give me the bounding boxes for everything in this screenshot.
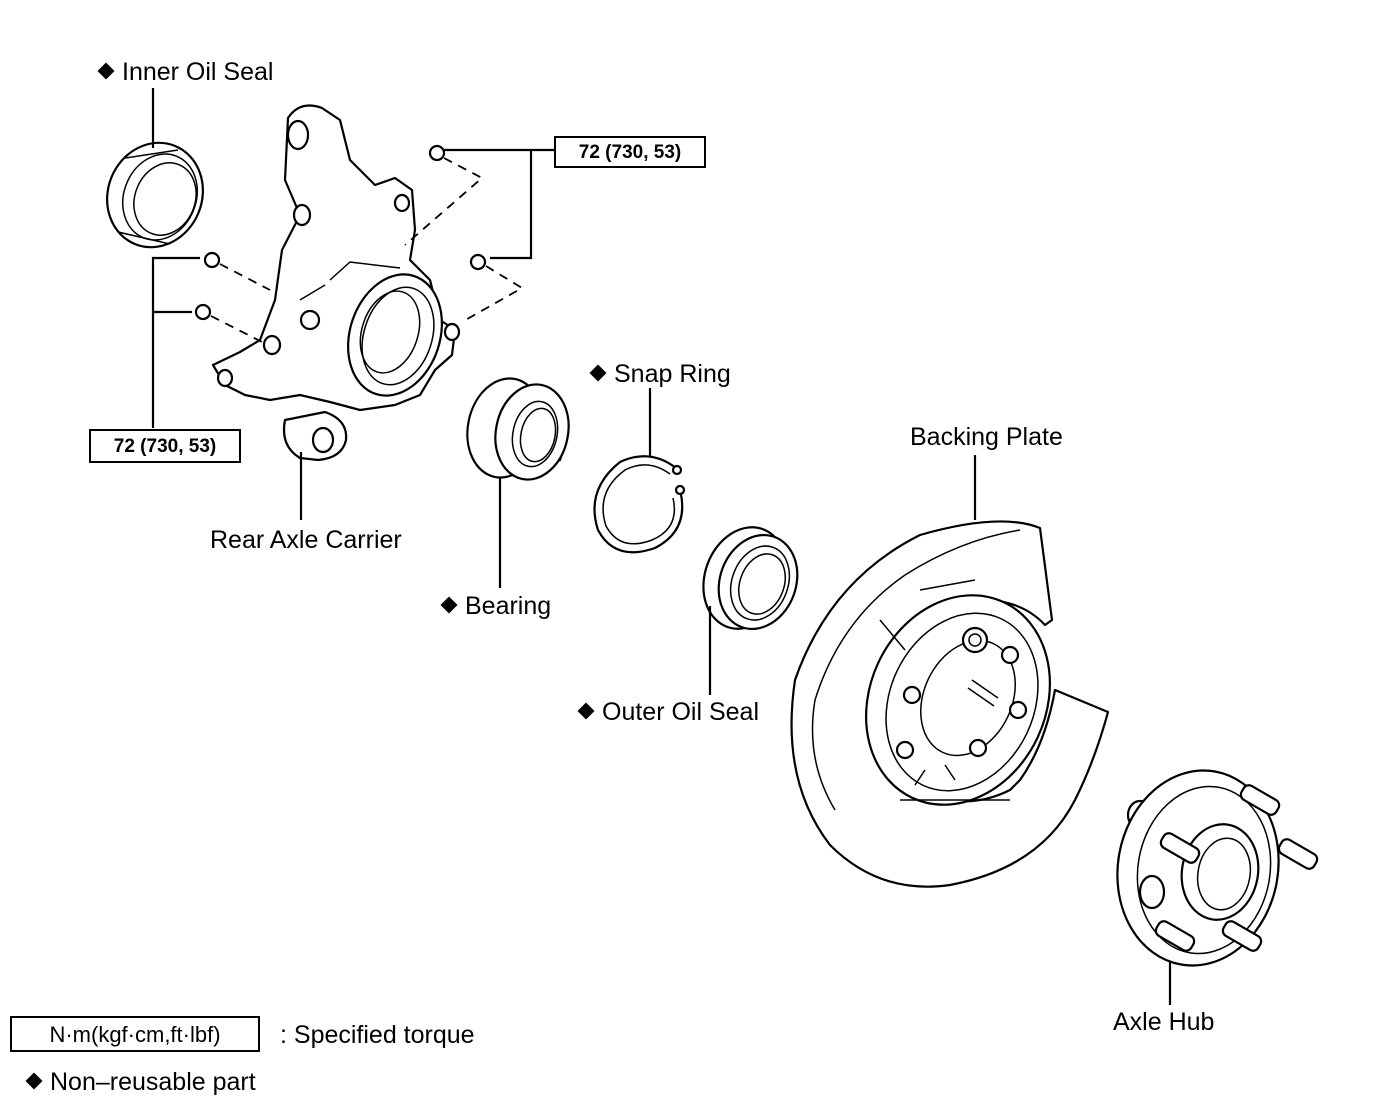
legend-torque-desc: : Specified torque	[280, 1021, 475, 1049]
inner-oil-seal-part	[106, 141, 204, 249]
non-reusable-mark-icon	[25, 1072, 43, 1090]
axle-hub-label: Axle Hub	[1113, 1008, 1215, 1036]
rear-axle-carrier-part	[211, 104, 461, 462]
legend-torque-box: N·m(kgf·cm,ft·lbf)	[10, 1016, 260, 1052]
snap-ring-part	[593, 455, 686, 554]
torque-box-upper: 72 (730, 53)	[554, 136, 706, 168]
legend-non-reusable: Non–reusable part	[25, 1070, 256, 1095]
non-reusable-mark-icon	[97, 62, 115, 80]
backing-plate-part	[790, 520, 1110, 888]
axle-hub-part	[1116, 769, 1319, 967]
carrier-bolts	[194, 144, 524, 346]
outer-oil-seal-part	[702, 526, 799, 631]
backing-plate-label: Backing Plate	[910, 423, 1063, 451]
bearing-part	[466, 377, 570, 481]
bearing-label: Bearing	[440, 594, 551, 619]
leader-lines	[151, 88, 1172, 1005]
non-reusable-mark-icon	[577, 702, 595, 720]
non-reusable-mark-icon	[440, 596, 458, 614]
torque-box-lower: 72 (730, 53)	[89, 429, 241, 463]
inner-oil-seal-label: Inner Oil Seal	[97, 60, 273, 85]
snap-ring-label: Snap Ring	[589, 362, 731, 387]
non-reusable-mark-icon	[589, 364, 607, 382]
rear-axle-carrier-label: Rear Axle Carrier	[210, 526, 402, 554]
outer-oil-seal-label: Outer Oil Seal	[577, 700, 759, 725]
